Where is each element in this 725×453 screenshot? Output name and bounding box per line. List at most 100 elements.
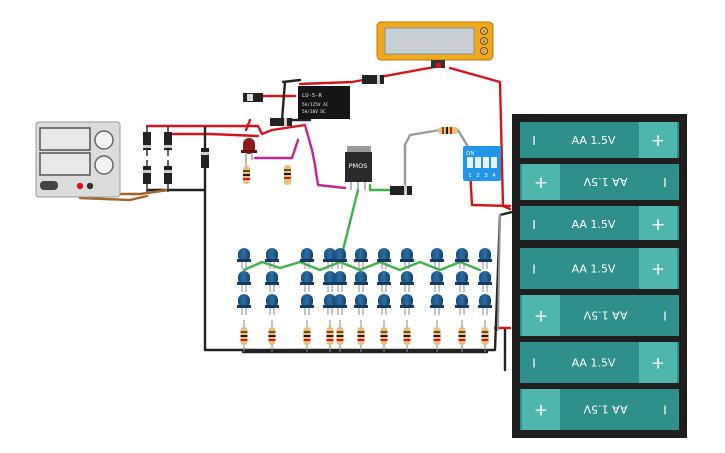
battery-cell: +IAA 1.5V bbox=[520, 389, 679, 430]
ps-display-bottom bbox=[39, 152, 91, 176]
blue-led[interactable] bbox=[265, 271, 279, 292]
blue-led[interactable] bbox=[300, 271, 314, 292]
battery-minus-sign: I bbox=[532, 134, 536, 148]
blue-led[interactable] bbox=[455, 248, 469, 269]
led-resistor[interactable] bbox=[240, 320, 248, 352]
blue-led[interactable] bbox=[430, 271, 444, 292]
bridge-rectifier[interactable] bbox=[143, 126, 209, 192]
blue-led[interactable] bbox=[478, 294, 492, 315]
led-resistor[interactable] bbox=[336, 320, 344, 352]
blue-led[interactable] bbox=[455, 294, 469, 315]
battery-minus-sign: I bbox=[663, 404, 667, 418]
relay[interactable]: LU-5-R 5A/125V AC 5A/30V DC bbox=[298, 86, 350, 119]
dip-num-3: 3 bbox=[484, 173, 488, 179]
diode-gate[interactable] bbox=[390, 186, 412, 195]
battery-plus-sign: + bbox=[534, 307, 548, 327]
blue-led[interactable] bbox=[354, 294, 368, 315]
blue-led[interactable] bbox=[237, 294, 251, 315]
led-resistor[interactable] bbox=[268, 320, 276, 352]
blue-led[interactable] bbox=[377, 294, 391, 315]
diode-relay[interactable] bbox=[270, 118, 292, 126]
blue-led[interactable] bbox=[333, 271, 347, 292]
wire-black-top bbox=[281, 78, 302, 84]
resistor-dip[interactable] bbox=[438, 127, 458, 134]
battery-cell-label: AA 1.5V bbox=[572, 218, 616, 231]
led-resistor[interactable] bbox=[403, 320, 411, 352]
battery-plus-sign: + bbox=[651, 354, 665, 374]
blue-led[interactable] bbox=[300, 294, 314, 315]
blue-led[interactable] bbox=[430, 248, 444, 269]
dip-toggle-3 bbox=[483, 157, 489, 168]
led-column bbox=[265, 248, 279, 352]
blue-led[interactable] bbox=[478, 248, 492, 269]
lcd-display[interactable]: A B C bbox=[376, 21, 494, 68]
led-resistor[interactable] bbox=[326, 320, 334, 352]
led-resistor[interactable] bbox=[458, 320, 466, 352]
blue-led[interactable] bbox=[400, 294, 414, 315]
led-resistor[interactable] bbox=[380, 320, 388, 352]
dip-num-1: 1 bbox=[468, 173, 472, 179]
wire-red-dip bbox=[468, 168, 512, 208]
relay-label-1: LU-5-R bbox=[302, 93, 323, 99]
blue-led[interactable] bbox=[265, 294, 279, 315]
power-supply[interactable] bbox=[35, 121, 121, 198]
ps-terminal-black bbox=[86, 182, 94, 190]
blue-led[interactable] bbox=[377, 271, 391, 292]
blue-led[interactable] bbox=[265, 248, 279, 269]
wires bbox=[78, 64, 514, 372]
wire-magenta-2 bbox=[253, 138, 300, 160]
led-column bbox=[237, 248, 251, 352]
lcd-screen bbox=[384, 27, 475, 55]
blue-led[interactable] bbox=[377, 248, 391, 269]
blue-led[interactable] bbox=[323, 294, 337, 315]
wire-red-relay-diode bbox=[298, 64, 442, 86]
blue-led[interactable] bbox=[237, 248, 251, 269]
red-led[interactable] bbox=[241, 138, 257, 170]
led-column bbox=[430, 248, 444, 352]
dip-switch[interactable]: ON 1 2 3 4 bbox=[463, 146, 501, 181]
led-column bbox=[478, 248, 492, 352]
led-resistor[interactable] bbox=[303, 320, 311, 352]
blue-led[interactable] bbox=[354, 248, 368, 269]
lcd-button-a bbox=[480, 27, 488, 35]
diode-top[interactable] bbox=[362, 75, 384, 84]
blue-led[interactable] bbox=[333, 294, 347, 315]
blue-led[interactable] bbox=[354, 271, 368, 292]
battery-cell-label: AA 1.5V bbox=[572, 263, 616, 276]
blue-led[interactable] bbox=[430, 294, 444, 315]
resistor-led[interactable] bbox=[243, 166, 250, 184]
ps-display-top bbox=[39, 127, 91, 151]
blue-led[interactable] bbox=[478, 271, 492, 292]
blue-led[interactable] bbox=[333, 248, 347, 269]
diode-4 bbox=[164, 160, 172, 192]
resistor-relay[interactable] bbox=[284, 165, 291, 185]
slide-switch[interactable] bbox=[243, 93, 263, 102]
led-resistor[interactable] bbox=[357, 320, 365, 352]
dip-num-2: 2 bbox=[476, 173, 480, 179]
battery-cell-label: AA 1.5V bbox=[572, 357, 616, 370]
blue-led[interactable] bbox=[237, 271, 251, 292]
led-column bbox=[455, 248, 469, 352]
battery-cell: +IAA 1.5V bbox=[520, 295, 679, 336]
dip-on-label: ON bbox=[466, 151, 474, 157]
wire-magenta-1 bbox=[303, 123, 347, 190]
pmos-transistor[interactable]: PMOS bbox=[345, 146, 372, 190]
wire-green-gate bbox=[368, 183, 394, 192]
led-resistor[interactable] bbox=[433, 320, 441, 352]
lcd-button-a-label: A bbox=[482, 29, 486, 35]
blue-led[interactable] bbox=[300, 248, 314, 269]
blue-led[interactable] bbox=[400, 248, 414, 269]
blue-led[interactable] bbox=[455, 271, 469, 292]
blue-led[interactable] bbox=[400, 271, 414, 292]
blue-led[interactable] bbox=[323, 271, 337, 292]
led-resistor[interactable] bbox=[481, 320, 489, 352]
blue-led[interactable] bbox=[323, 248, 337, 269]
led-column bbox=[333, 248, 347, 352]
battery-minus-sign: I bbox=[663, 176, 667, 190]
dip-num-4: 4 bbox=[492, 173, 496, 179]
